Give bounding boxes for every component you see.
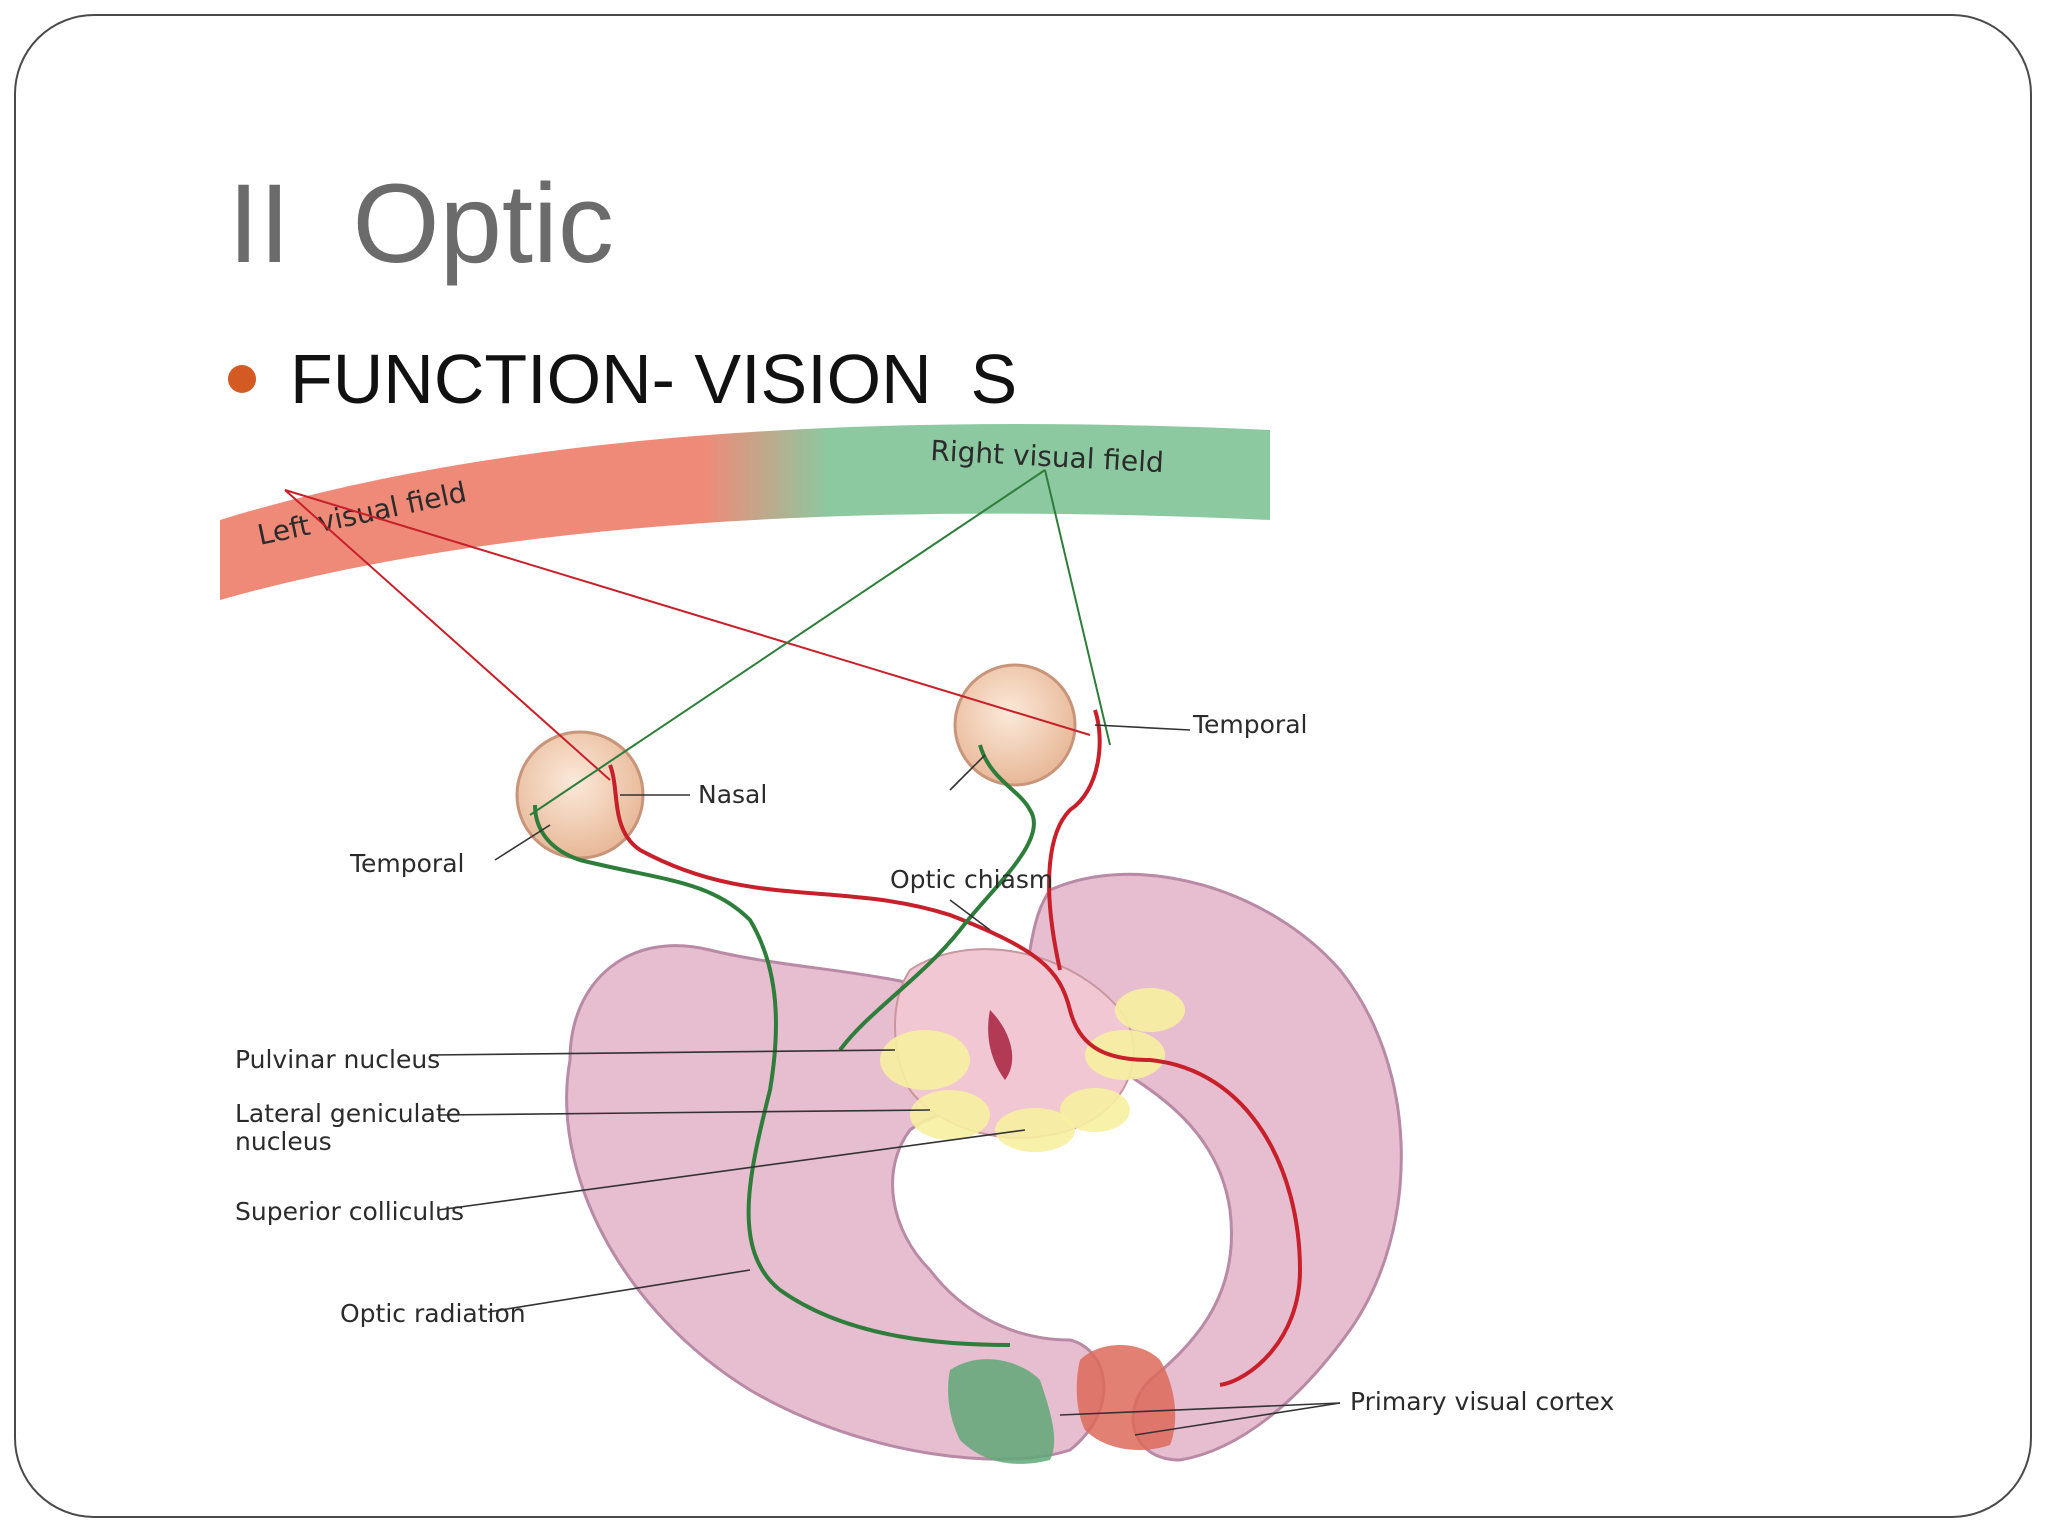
ventricle: [988, 1010, 1013, 1080]
temporal-label-left: Temporal: [349, 849, 464, 878]
superior-colliculus-label: Superior colliculus: [235, 1197, 464, 1226]
bullet-item: FUNCTION- VISION S: [228, 344, 1017, 414]
pulvinar-nucleus-label: Pulvinar nucleus: [235, 1045, 440, 1074]
leader-lines: [429, 724, 1341, 1436]
primary-visual-cortex-left-field: [1076, 1345, 1176, 1450]
right-field-rays: [529, 469, 1111, 816]
left-field-pathway: [608, 709, 1303, 1387]
primary-visual-cortex-right-field: [948, 1359, 1055, 1464]
slide-title: II Optic: [228, 161, 614, 286]
left-field-rays: [284, 489, 1091, 781]
primary-visual-cortex-label: Primary visual cortex: [1350, 1387, 1614, 1416]
temporal-label-right: Temporal: [1192, 710, 1307, 739]
lateral-geniculate-label-line1: Lateral geniculate: [235, 1099, 461, 1128]
optic-chiasm-label: Optic chiasm: [890, 865, 1053, 894]
thalamic-nuclei: [880, 988, 1185, 1152]
visual-field-band: [220, 424, 1270, 600]
bullet-text: FUNCTION- VISION S: [290, 340, 1018, 418]
brain-section: [565, 872, 1403, 1464]
nasal-label: Nasal: [698, 780, 767, 809]
bullet-dot-icon: [228, 365, 256, 393]
optic-radiation-label: Optic radiation: [340, 1299, 526, 1328]
visual-pathway-diagram: Left visual field Right visual field: [190, 410, 1790, 1520]
lateral-geniculate-label-line2: nucleus: [235, 1127, 332, 1156]
